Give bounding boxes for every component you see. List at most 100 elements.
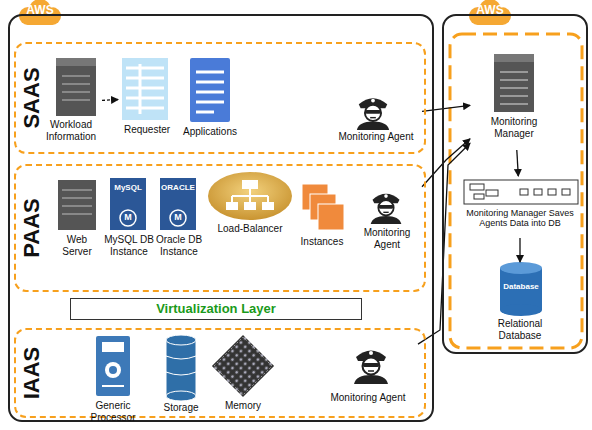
component-node: Web Server: [52, 176, 102, 264]
table-icon: [562, 189, 570, 195]
arrow-connector: [102, 99, 118, 101]
load-balancer-icon: [262, 202, 274, 210]
component-node: Memory: [210, 334, 276, 414]
manager-icon: [500, 72, 528, 104]
table-icon: [520, 189, 528, 195]
instances-icon: [318, 204, 344, 230]
storage-icon: [166, 335, 196, 401]
database-icon: [500, 262, 542, 316]
applications-icon: [196, 72, 224, 112]
arrow-connector: [422, 105, 470, 111]
table-icon: [470, 184, 484, 190]
node-label: Applications: [178, 126, 242, 138]
storage-icon: [166, 335, 196, 345]
applications-icon: [190, 58, 230, 122]
component-node: Instances: [296, 182, 348, 258]
load-balancer-icon: [208, 172, 292, 220]
node-label: Oracle DB Instance: [154, 234, 204, 257]
layer-band: PAASWeb ServerMySQL DB InstanceOracle DB…: [14, 164, 426, 292]
arrow-connector: [517, 150, 519, 176]
icon-label: M: [170, 212, 186, 222]
memory-icon: [212, 335, 274, 397]
component-node: Monitoring Agent: [330, 88, 422, 146]
table-icon: [474, 194, 484, 199]
inner-frame: [450, 34, 582, 348]
node-label: IAAS: [18, 330, 46, 416]
manager-icon: [494, 54, 534, 112]
component-node: Relational Database: [480, 262, 560, 350]
node-label: Monitoring Agent: [330, 131, 422, 143]
requester-icon: [126, 64, 164, 114]
node-label: AWS: [22, 4, 58, 18]
layer-box: Virtualization Layer: [70, 298, 362, 320]
workload-icon: [56, 58, 96, 116]
database-icon: [500, 262, 542, 274]
node-label: Instances: [296, 236, 348, 248]
processor-icon: [109, 366, 117, 374]
node-label: Storage: [158, 402, 204, 414]
load-balancer-icon: [232, 189, 268, 202]
workload-icon: [56, 58, 96, 66]
component-node: Generic Processor: [72, 334, 154, 425]
memory-icon: [214, 337, 272, 395]
table-icon: [464, 180, 578, 204]
processor-icon: [96, 336, 130, 396]
cloud-container: AWSSAASWorkload InformationRequesterAppl…: [8, 14, 434, 422]
component-node: Requester: [118, 56, 176, 140]
icon-label: MySQL: [110, 183, 146, 192]
icon-label: M: [120, 212, 136, 222]
web-server-icon: [62, 190, 92, 214]
storage-icon: [166, 391, 196, 401]
requester-icon: [122, 58, 168, 120]
mysql-icon: [110, 178, 146, 230]
component-node: Monitoring Manager: [470, 50, 558, 150]
database-icon: [500, 268, 542, 310]
aws-cloud: [19, 0, 61, 25]
icon-label: Database: [500, 282, 542, 291]
mysql-icon: [110, 178, 146, 230]
icon-label: ORACLE: [158, 183, 198, 192]
load-balancer-icon: [244, 202, 256, 210]
load-balancer-icon: [208, 172, 292, 220]
node-label: AWS: [472, 4, 508, 18]
agent-icon: [357, 98, 389, 130]
node-label: Load-Balancer: [206, 223, 294, 235]
aws-cloud: [469, 0, 511, 25]
arrow-connector: [422, 139, 470, 187]
load-balancer-icon: [242, 180, 258, 189]
component-node: Load-Balancer: [206, 172, 294, 238]
manager-icon: [494, 54, 534, 62]
node-label: Requester: [118, 124, 176, 136]
applications-icon: [190, 58, 230, 122]
processor-icon: [102, 342, 124, 352]
processor-icon: [96, 336, 130, 396]
database-icon: [500, 304, 542, 316]
table-icon: [548, 189, 556, 195]
manager-icon: [494, 54, 534, 112]
node-label: Monitoring Agent: [318, 392, 418, 404]
component-node: Workload Information: [40, 56, 102, 148]
processor-icon: [105, 362, 121, 378]
node-label: Monitoring Agent: [352, 227, 422, 250]
web-server-icon: [58, 180, 96, 230]
memory-icon: [212, 335, 274, 397]
component-node: Applications: [178, 56, 242, 140]
arrow-connector: [519, 238, 520, 262]
node-label: Monitoring Manager: [470, 116, 558, 139]
node-label: Virtualization Layer: [156, 302, 276, 317]
oracle-icon: [170, 210, 186, 226]
storage-icon: [166, 356, 196, 375]
node-label: Monitoring Manager Saves Agents Data int…: [456, 208, 584, 229]
node-label: Web Server: [52, 234, 102, 257]
node-label: PAAS: [18, 166, 46, 290]
component-node: Storage: [158, 334, 204, 416]
node-label: Generic Processor: [72, 400, 154, 423]
cloud-container: AWSMonitoring ManagerMonitoring Manager …: [442, 14, 588, 354]
load-balancer-icon: [226, 202, 238, 210]
layer-band: IAASGeneric ProcessorStorageMemoryMonito…: [14, 328, 426, 418]
requester-icon: [122, 58, 168, 120]
instances-icon: [302, 184, 344, 230]
component-node: Monitoring Manager Saves Agents Data int…: [456, 176, 584, 238]
storage-icon: [166, 340, 196, 396]
table-icon: [534, 189, 542, 195]
